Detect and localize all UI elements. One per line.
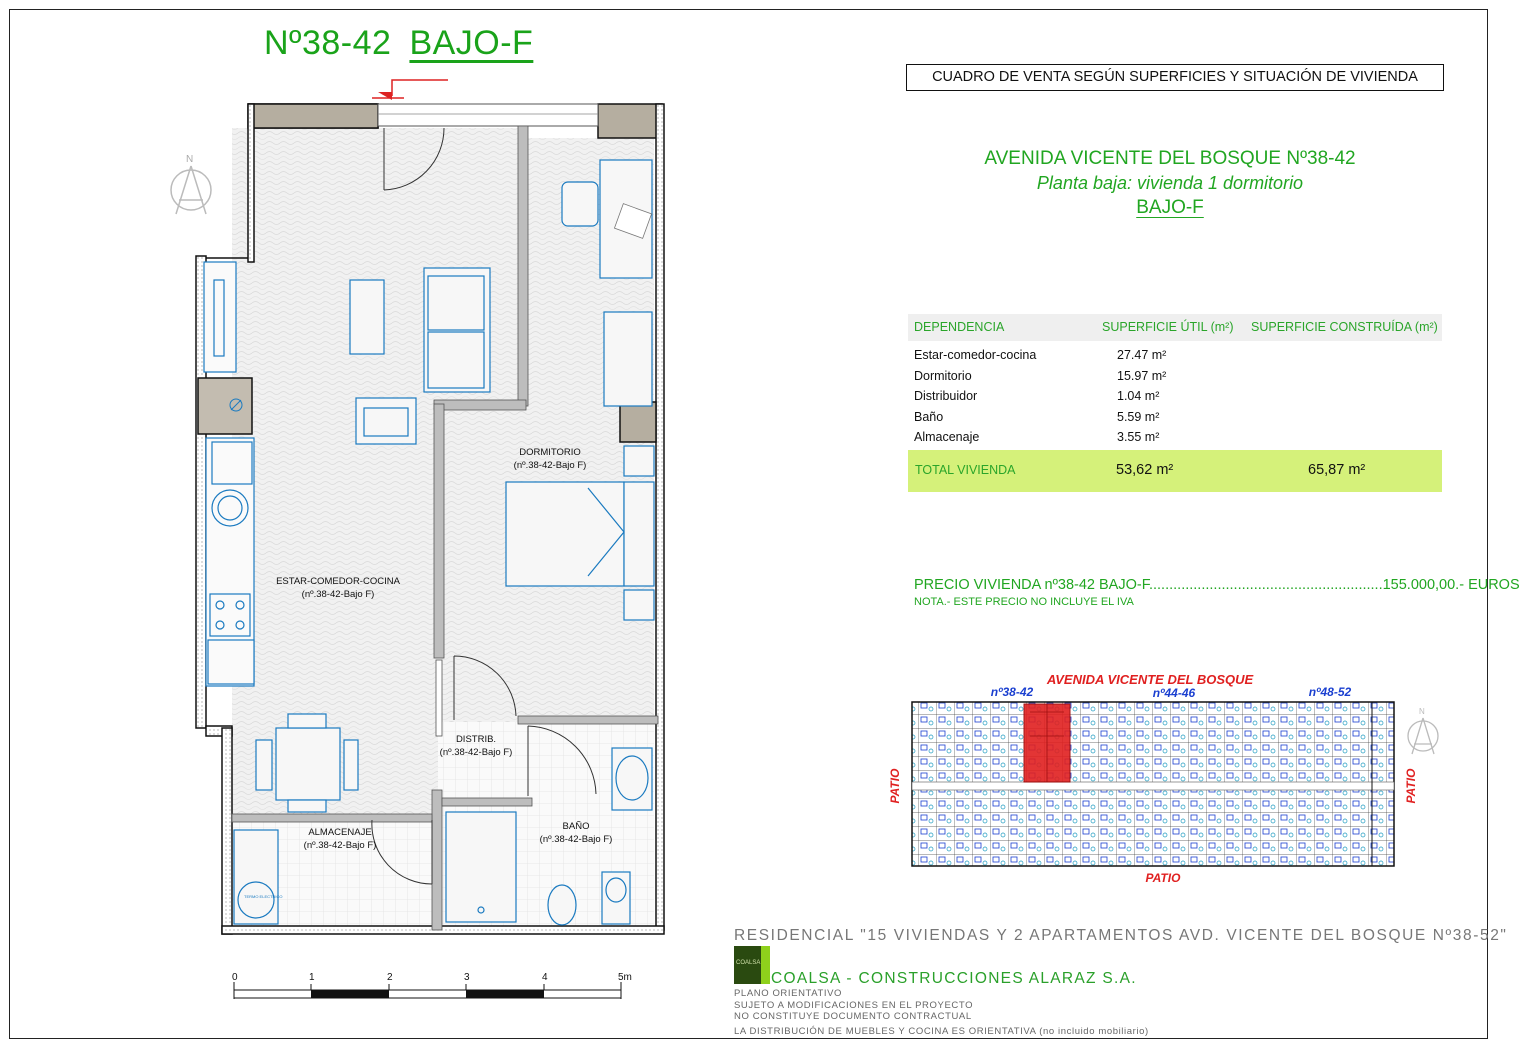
scale-label-0: 0: [232, 972, 238, 983]
table-row-name: Dormitorio: [914, 369, 972, 383]
table-row-util: 5.59 m²: [1117, 410, 1160, 424]
sale-box-title: CUADRO DE VENTA SEGÚN SUPERFICIES Y SITU…: [906, 64, 1444, 91]
address-street: AVENIDA VICENTE DEL BOSQUE Nº38-42: [984, 148, 1356, 169]
site-north-arrow-icon: [1407, 717, 1439, 755]
table-row-name: Baño: [914, 410, 944, 424]
site-block-label: nº44-46: [1153, 686, 1196, 700]
table-row-name: Distribuidor: [914, 389, 978, 403]
scale-bar: 0 1 2 3 4 5m: [232, 972, 632, 999]
scale-label-5: 5m: [618, 972, 632, 983]
room-distrib-name: DISTRIB.: [456, 734, 496, 745]
scale-label-3: 3: [464, 972, 470, 983]
heater-label: TERMO ELECTRICO: [244, 894, 282, 899]
logo-green-bar: [761, 946, 770, 984]
price-note: NOTA.- ESTE PRECIO NO INCLUYE EL IVA: [914, 596, 1134, 608]
total-util: 53,62 m²: [1116, 462, 1174, 478]
table-total-row: TOTAL VIVIENDA 53,62 m² 65,87 m²: [908, 450, 1442, 492]
bath-fixtures: [233, 747, 653, 926]
doors: [371, 127, 597, 885]
residencial-title: RESIDENCIAL "15 VIVIENDAS Y 2 APARTAMENT…: [734, 927, 1508, 944]
title-unit: BAJO-F: [409, 24, 534, 62]
table-row-util: 15.97 m²: [1117, 369, 1167, 383]
room-bath-name: BAÑO: [563, 821, 590, 832]
patio-left-label: PATIO: [888, 768, 902, 804]
footer-note: NO CONSTITUYE DOCUMENTO CONTRACTUAL: [734, 1011, 972, 1022]
total-label: TOTAL VIVIENDA: [915, 463, 1016, 477]
site-block-label: nº38-42: [991, 685, 1034, 699]
company-logo: COALSA: [734, 946, 770, 984]
room-bedroom-ref: (nº.38-42-Bajo F): [514, 460, 587, 471]
scale-label-4: 4: [542, 972, 548, 983]
table-row-util: 27.47 m²: [1117, 348, 1167, 362]
exterior-walls: [195, 103, 665, 935]
price-line: PRECIO VIVIENDA nº38-42 BAJO-F..........…: [914, 577, 1520, 593]
kitchen: [203, 261, 255, 687]
col-superficie-util: SUPERFICIE ÚTIL (m²): [1102, 320, 1234, 334]
total-construida: 65,87 m²: [1308, 462, 1366, 478]
floor-plan: TERMO ELECTRICO N ESTAR-COMEDOR-COCINA (…: [170, 79, 665, 999]
patio-bottom-label: PATIO: [1146, 871, 1182, 885]
table-row-util: 1.04 m²: [1117, 389, 1160, 403]
site-block-label: nº48-52: [1309, 685, 1352, 699]
price-block: PRECIO VIVIENDA nº38-42 BAJO-F..........…: [914, 577, 1520, 608]
page-title: Nº38-42 BAJO-F: [264, 24, 533, 63]
bedroom-furniture: [505, 159, 655, 621]
page-frame: [9, 9, 1488, 1039]
room-bath-ref: (nº.38-42-Bajo F): [540, 834, 613, 845]
room-storage-name: ALMACENAJE: [308, 827, 371, 838]
site-north-label: N: [1419, 707, 1425, 716]
table-row-util: 3.55 m²: [1117, 430, 1160, 444]
footer-note: SUJETO A MODIFICACIONES EN EL PROYECTO: [734, 1000, 974, 1011]
title-number: Nº38-42: [264, 24, 392, 62]
col-dependencia: DEPENDENCIA: [914, 320, 1005, 334]
scale-label-1: 1: [309, 972, 315, 983]
col-superficie-construida: SUPERFICIE CONSTRUÍDA (m²): [1251, 320, 1438, 334]
north-label: N: [186, 154, 193, 165]
living-furniture: [255, 267, 491, 813]
company-name: COALSA - CONSTRUCCIONES ALARAZ S.A.: [771, 970, 1137, 987]
room-living-name: ESTAR-COMEDOR-COCINA: [276, 576, 401, 587]
table-row-name: Almacenaje: [914, 430, 980, 444]
address-block: AVENIDA VICENTE DEL BOSQUE Nº38-42 Plant…: [900, 147, 1440, 221]
table-header: DEPENDENCIA SUPERFICIE ÚTIL (m²) SUPERFI…: [908, 314, 1442, 341]
site-street-label: AVENIDA VICENTE DEL BOSQUE: [1046, 672, 1254, 687]
scale-label-2: 2: [387, 972, 393, 983]
address-unit: BAJO-F: [1136, 197, 1204, 218]
room-storage-ref: (nº.38-42-Bajo F): [304, 840, 377, 851]
table-row-name: Estar-comedor-cocina: [914, 348, 1037, 362]
address-subtitle: Planta baja: vivienda 1 dormitorio: [1036, 173, 1304, 193]
site-plan: AVENIDA VICENTE DEL BOSQUE nº38-42 nº44-…: [888, 672, 1439, 885]
room-distrib-ref: (nº.38-42-Bajo F): [440, 747, 513, 758]
interior-walls: [231, 125, 659, 931]
footer-note: LA DISTRIBUCIÓN DE MUEBLES Y COCINA ES O…: [734, 1026, 1149, 1037]
room-living-ref: (nº.38-42-Bajo F): [302, 589, 375, 600]
logo-text: COALSA: [736, 960, 761, 966]
footer-note: PLANO ORIENTATIVO: [734, 988, 843, 999]
room-bedroom-name: DORMITORIO: [519, 447, 581, 458]
north-arrow-icon: [170, 165, 212, 215]
patio-right-label: PATIO: [1404, 768, 1418, 804]
